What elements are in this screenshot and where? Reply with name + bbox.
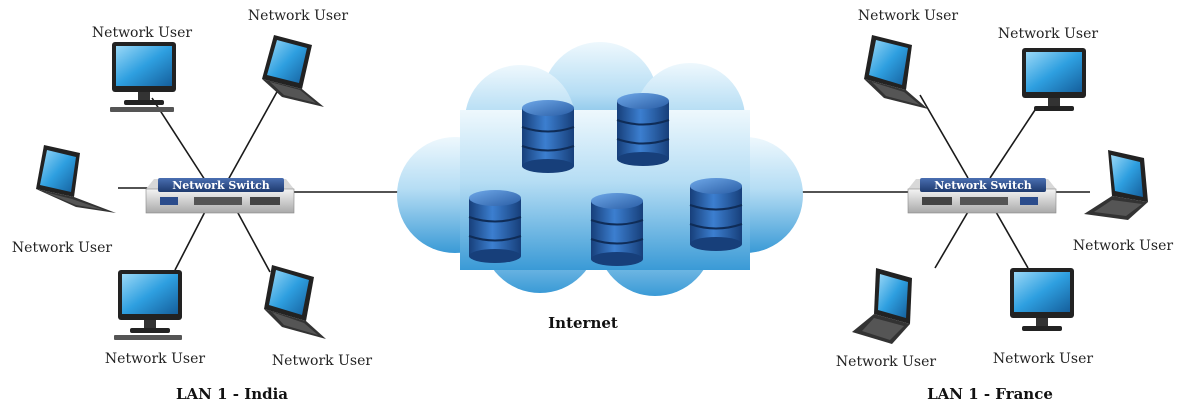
lan-label-france: LAN 1 - France <box>927 385 1053 403</box>
user-label: Network User <box>92 25 192 41</box>
wire-france-user-4 <box>934 204 973 269</box>
user-label: Network User <box>12 240 112 256</box>
laptop-icon <box>1084 150 1148 220</box>
network-switch-india: Network Switch <box>145 178 295 214</box>
laptop-icon <box>264 265 326 339</box>
internet-cloud: Internet <box>397 42 803 332</box>
monitor-icon <box>1010 268 1074 331</box>
wire-india-user-2 <box>227 89 279 181</box>
wire-france-user-2 <box>989 109 1036 179</box>
laptop-icon <box>852 268 912 344</box>
user-label: Network User <box>248 8 348 24</box>
monitor-icon <box>1022 48 1086 111</box>
database-icon <box>616 93 670 166</box>
wire-france-user-5 <box>991 204 1029 269</box>
wire-india-user-4 <box>174 201 211 271</box>
switch-label: Network Switch <box>934 179 1032 192</box>
user-label: Network User <box>836 354 936 370</box>
database-icon <box>689 178 743 251</box>
wire-france-user-1 <box>919 94 969 179</box>
laptop-icon <box>262 35 324 107</box>
internet-label: Internet <box>548 314 618 332</box>
lan-label-india: LAN 1 - India <box>176 385 288 403</box>
laptop-icon <box>864 35 928 109</box>
user-label: Network User <box>993 351 1093 367</box>
monitor-icon <box>114 270 182 340</box>
user-label: Network User <box>858 8 958 24</box>
database-icon <box>590 193 644 266</box>
database-icon <box>468 190 522 263</box>
user-label: Network User <box>272 353 372 369</box>
laptop-icon <box>36 145 116 213</box>
wire-india-user-5 <box>231 201 271 273</box>
monitor-icon <box>110 42 176 112</box>
user-label: Network User <box>998 26 1098 42</box>
database-icon <box>521 100 575 173</box>
switch-label: Network Switch <box>172 179 270 192</box>
user-label: Network User <box>105 351 205 367</box>
network-switch-france: Network Switch <box>907 178 1057 214</box>
user-label: Network User <box>1073 238 1173 254</box>
